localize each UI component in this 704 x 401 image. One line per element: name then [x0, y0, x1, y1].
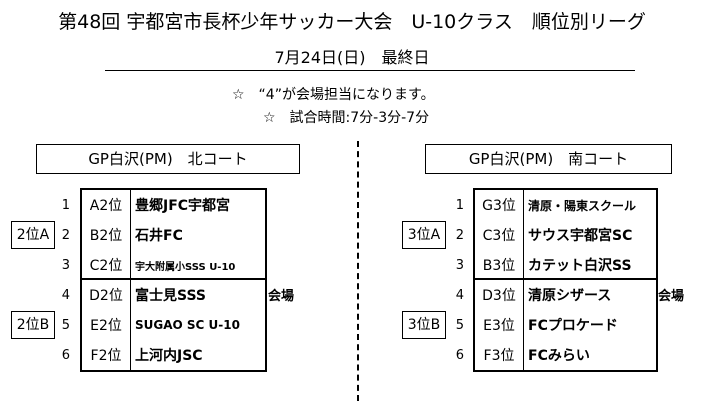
row-number: 1: [61, 197, 70, 213]
table-row: E2位 SUGAO SC U-10: [82, 310, 265, 340]
row-numbers-south: 1 2 3 4 5 6: [450, 190, 474, 370]
rank-table-south: G3位 清原・陽東スクール C3位 サウス宇都宮SC B3位 カテット白沢SS …: [473, 188, 658, 372]
group-split-line: [475, 278, 656, 280]
rank-cell: F2位: [82, 340, 131, 370]
team-name: 富士見SSS: [135, 288, 206, 304]
row-number: 3: [455, 257, 464, 273]
rank-cell: F3位: [475, 340, 524, 370]
rank-cell: E3位: [475, 310, 524, 340]
rank-cell: D3位: [475, 280, 524, 310]
group-box-3b: 3位B: [402, 311, 446, 339]
table-row: F2位 上河内JSC: [82, 340, 265, 370]
table-row: E3位 FCプロケード: [475, 310, 656, 340]
group-split-line: [82, 278, 265, 280]
title-underline: [105, 70, 635, 71]
table-row: G3位 清原・陽東スクール: [475, 190, 656, 220]
event-date: 7月24日(日) 最終日: [274, 48, 430, 67]
team-name: 上河内JSC: [135, 348, 203, 364]
court-label-south: GP白沢(PM) 南コート: [425, 144, 672, 174]
row-number: 4: [61, 287, 70, 303]
rank-cell: D2位: [82, 280, 131, 310]
rank-cell: B2位: [82, 220, 131, 250]
table-row: A2位 豊郷JFC宇都宮: [82, 190, 265, 220]
rank-cell: G3位: [475, 190, 524, 220]
team-name: 豊郷JFC宇都宮: [135, 198, 231, 214]
note-match-time: ☆ 試合時間:7分-3分-7分: [263, 110, 430, 126]
rank-cell: B3位: [475, 250, 524, 280]
rank-cell: C3位: [475, 220, 524, 250]
team-name: FCプロケード: [528, 318, 618, 334]
table-row: F3位 FCみらい: [475, 340, 656, 370]
rank-table-north: A2位 豊郷JFC宇都宮 B2位 石井FC C2位 宇大附属小SSS U-10 …: [80, 188, 267, 372]
row-number: 5: [455, 317, 464, 333]
team-name: カテット白沢SS: [528, 258, 632, 274]
row-number: 6: [61, 347, 70, 363]
row-number: 6: [455, 347, 464, 363]
row-number: 2: [455, 227, 464, 243]
row-numbers-north: 1 2 3 4 5 6: [56, 190, 82, 370]
table-row: D3位 清原シザース: [475, 280, 656, 310]
page-title: 第48回 宇都宮市長杯少年サッカー大会 U-10クラス 順位別リーグ: [58, 11, 646, 33]
note-venue-duty: ☆ “4”が会場担当になります。: [232, 87, 435, 103]
team-name: サウス宇都宮SC: [528, 228, 633, 244]
table-row: D2位 富士見SSS: [82, 280, 265, 310]
team-name: 清原シザース: [528, 288, 612, 304]
row-number: 3: [61, 257, 70, 273]
group-box-2a: 2位A: [11, 221, 55, 249]
rank-cell: A2位: [82, 190, 131, 220]
court-label-north: GP白沢(PM) 北コート: [36, 144, 300, 174]
table-row: C3位 サウス宇都宮SC: [475, 220, 656, 250]
team-name: 石井FC: [135, 228, 183, 244]
venue-label-south: 会場: [658, 289, 685, 304]
team-name: 宇大附属小SSS U-10: [135, 261, 236, 273]
group-box-3a: 3位A: [402, 221, 446, 249]
court-divider: [357, 141, 359, 401]
row-number: 1: [455, 197, 464, 213]
rank-cell: E2位: [82, 310, 131, 340]
row-number: 5: [61, 317, 70, 333]
table-row: B2位 石井FC: [82, 220, 265, 250]
venue-label-north: 会場: [268, 289, 295, 304]
team-name: SUGAO SC U-10: [135, 318, 240, 332]
row-number: 2: [61, 227, 70, 243]
row-number: 4: [455, 287, 464, 303]
rank-cell: C2位: [82, 250, 131, 280]
group-box-2b: 2位B: [11, 311, 55, 339]
table-row: B3位 カテット白沢SS: [475, 250, 656, 280]
team-name: FCみらい: [528, 348, 590, 364]
table-row: C2位 宇大附属小SSS U-10: [82, 250, 265, 280]
team-name: 清原・陽東スクール: [528, 198, 637, 213]
